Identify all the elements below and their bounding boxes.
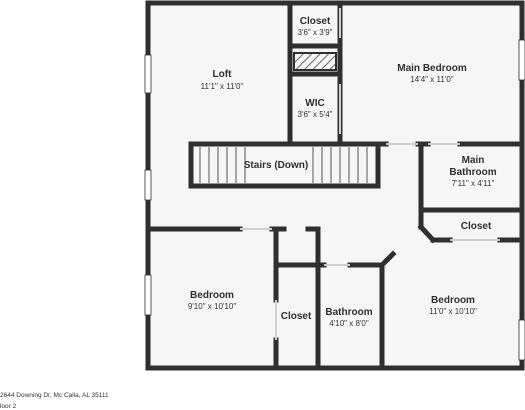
main-bathroom-dims: 7'11" x 4'11"	[452, 179, 495, 188]
window-bedroom-left	[144, 274, 152, 316]
bathroom-name: Bathroom	[325, 307, 372, 318]
wic-name: WIC	[305, 98, 324, 109]
loft-name: Loft	[213, 69, 233, 80]
window-main-bedroom	[518, 39, 525, 81]
doors	[240, 8, 500, 340]
windows	[144, 39, 525, 361]
closet-top-dims: 3'6" x 3'9"	[298, 28, 333, 37]
main-bedroom-name: Main Bedroom	[397, 63, 467, 74]
main-bathroom-name-line2: Bathroom	[449, 167, 496, 178]
bathroom-dims: 4'10" x 8'0"	[329, 319, 369, 328]
floor-plan: Closet 3'6" x 3'9" Loft 11'1" x 11'0" Ma…	[144, 0, 525, 371]
floor-label: loor 2	[0, 403, 17, 410]
stair-treads	[199, 147, 368, 183]
stairs-name: Stairs (Down)	[244, 160, 308, 171]
loft-dims: 11'1" x 11'0"	[201, 82, 244, 91]
window-stairs	[144, 169, 152, 201]
main-bedroom-dims: 14'4" x 11'0"	[410, 75, 453, 84]
window-loft	[144, 54, 152, 94]
bedroom-right-dims: 11'0" x 10'10"	[429, 307, 477, 316]
closet-top-name: Closet	[300, 16, 331, 27]
closet-shelf-hatch	[293, 52, 337, 71]
wic-dims: 3'6" x 5'4"	[298, 110, 333, 119]
bedroom-left-name: Bedroom	[190, 290, 234, 301]
property-address: 2644 Downing Dr, Mc Calla, AL 35111	[0, 392, 109, 399]
bedroom-left-dims: 9'10" x 10'10"	[188, 302, 236, 311]
main-bathroom-name-line1: Main	[462, 155, 485, 166]
window-bedroom-right	[518, 319, 525, 361]
bedroom-right-name: Bedroom	[431, 295, 475, 306]
wall-angle-corner	[417, 223, 437, 244]
walls	[145, 0, 525, 371]
closet-mid-name: Closet	[281, 311, 312, 322]
closet-right-name: Closet	[461, 221, 492, 232]
